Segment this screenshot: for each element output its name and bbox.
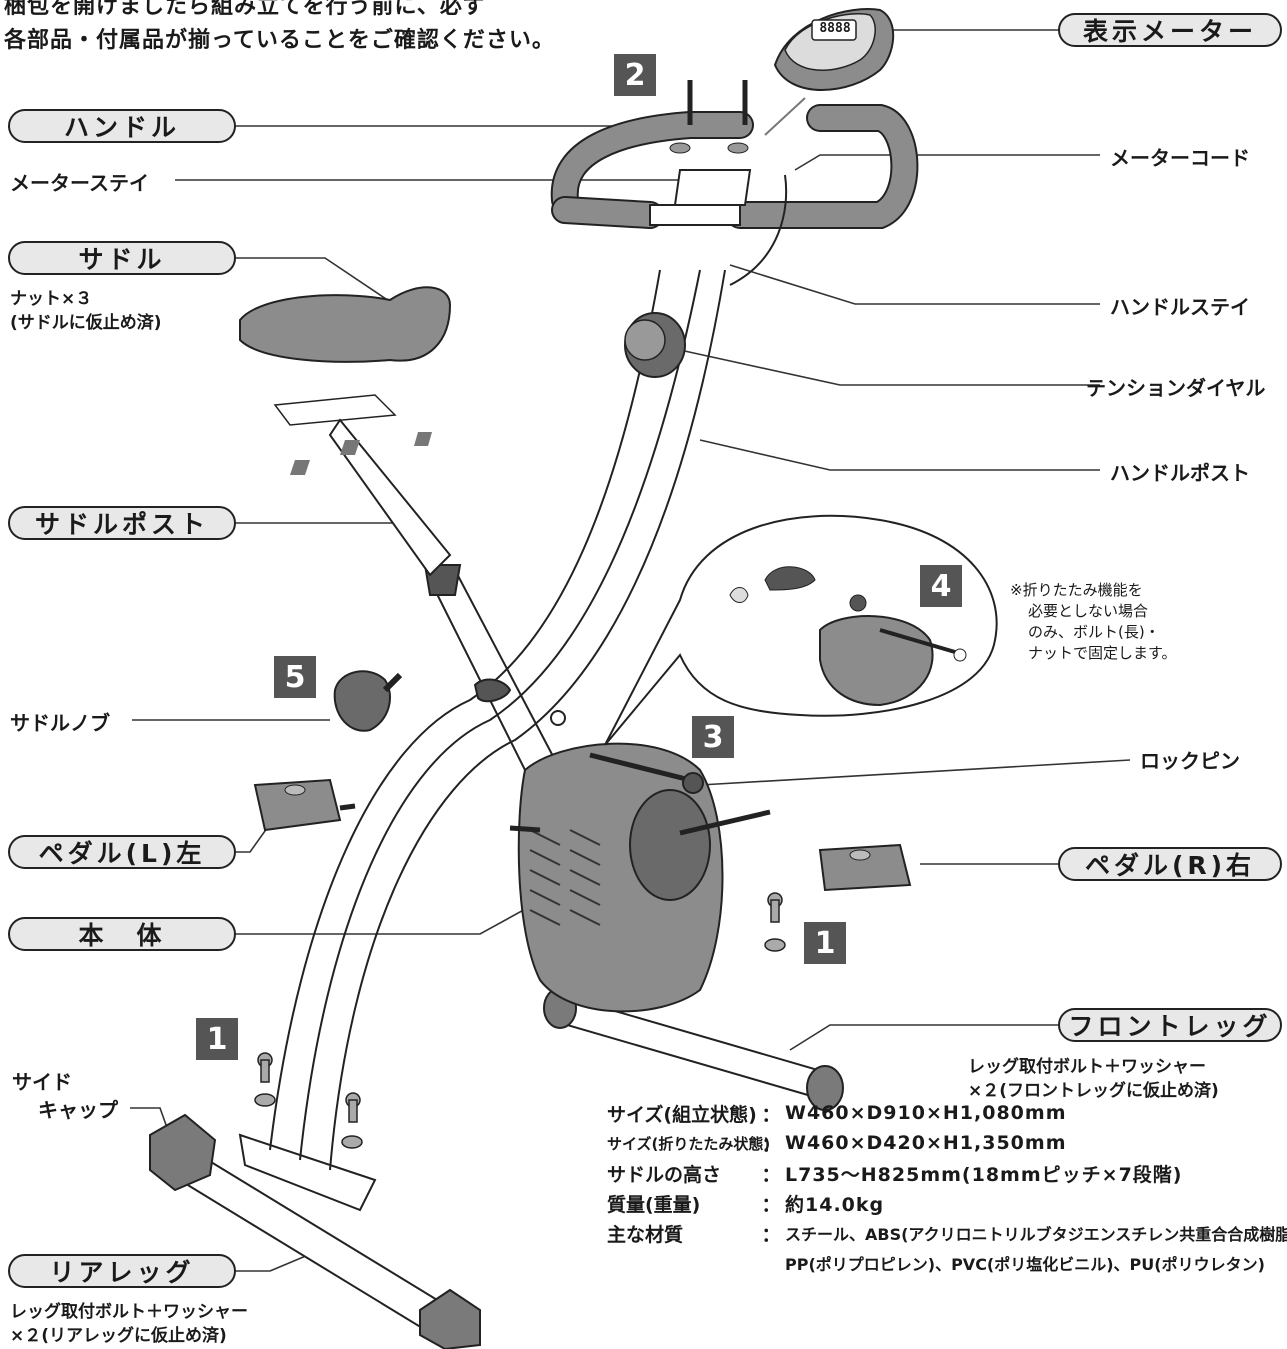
tension-dial-drawing: [624, 312, 686, 378]
specifications-table: サイズ(組立状態)： W460×D910×H1,080mm サイズ(折りたたみ状…: [607, 1098, 1287, 1278]
front-leg-drawing: [543, 987, 844, 1111]
saddle-nuts-note: ナット×３ (サドルに仮止め済): [10, 287, 162, 335]
spec-label: 質量(重量): [607, 1193, 701, 1216]
front-leg-note: レッグ取付ボルト＋ワッシャー ×２(フロントレッグに仮止め済): [968, 1055, 1219, 1103]
saddle-nuts-temp: (サドルに仮止め済): [10, 313, 162, 333]
rear-leg-note-2: ×２(リアレッグに仮止め済): [10, 1326, 227, 1346]
step-badge-4: 4: [920, 565, 962, 607]
spec-value: W460×D420×H1,350mm: [785, 1132, 1067, 1154]
label-side-cap-2: キャップ: [38, 1098, 118, 1122]
pedal-right-drawing: [818, 843, 912, 892]
meter-drawing: [764, 8, 895, 136]
fold-note-2: 必要としない場合: [1028, 602, 1149, 620]
rear-leg-note: レッグ取付ボルト＋ワッシャー ×２(リアレッグに仮止め済): [10, 1300, 248, 1348]
spec-label: サイズ(組立状態): [607, 1103, 757, 1126]
label-body: 本 体: [8, 917, 236, 951]
label-rear-leg: リアレッグ: [8, 1254, 236, 1288]
spec-row-size-assembled: サイズ(組立状態)： W460×D910×H1,080mm: [607, 1098, 1287, 1128]
step-badge-1-rear: 1: [196, 1018, 238, 1060]
handlebar-drawing: [550, 80, 919, 286]
intro-line-2: 各部品・付属品が揃っていることをご確認ください。: [4, 28, 555, 53]
spec-label: サイズ(折りたたみ状態): [607, 1134, 771, 1153]
lock-knob-drawing: [473, 678, 566, 726]
label-lock-pin: ロックピン: [1140, 749, 1240, 773]
label-meter-cord: メーターコード: [1110, 146, 1250, 170]
spec-value-2: PP(ポリプロピレン)、PVC(ポリ塩化ビニル)、PU(ポリウレタン): [785, 1255, 1265, 1274]
spec-value: W460×D910×H1,080mm: [785, 1102, 1067, 1124]
label-saddle: サドル: [8, 241, 236, 275]
label-pedal-right: ペダル(R)右: [1058, 847, 1282, 881]
saddle-nuts: ナット×３: [10, 289, 93, 309]
label-handle: ハンドル: [8, 109, 236, 143]
intro-line-1: 梱包を開けましたら組み立てを行う前に、必ず: [4, 0, 486, 19]
leg-bolts-drawing: [254, 892, 786, 1149]
spec-value: スチール、ABS(アクリロニトリルブタジエンスチレン共重合合成樹脂)、: [785, 1225, 1287, 1244]
spec-row-size-folded: サイズ(折りたたみ状態)： W460×D420×H1,350mm: [607, 1132, 1067, 1156]
label-saddle-post: サドルポスト: [8, 506, 236, 540]
label-saddle-knob: サドルノブ: [10, 711, 110, 735]
saddle-knob-drawing: [333, 670, 403, 732]
front-leg-note-1: レッグ取付ボルト＋ワッシャー: [968, 1057, 1206, 1077]
spec-label: サドルの高さ: [607, 1163, 722, 1186]
label-pedal-left: ペダル(L)左: [8, 835, 236, 869]
label-meter: 表示メーター: [1058, 13, 1282, 47]
fold-note-1: ※折りたたみ機能を: [1010, 581, 1143, 599]
spec-value: 約14.0kg: [785, 1193, 885, 1216]
spec-label: 主な材質: [607, 1223, 684, 1246]
front-leg-note-2: ×２(フロントレッグに仮止め済): [968, 1081, 1219, 1101]
rear-leg-drawing: [149, 1113, 481, 1349]
fold-note-4: ナットで固定します。: [1028, 644, 1177, 662]
rear-leg-note-1: レッグ取付ボルト＋ワッシャー: [10, 1302, 248, 1322]
label-front-leg: フロントレッグ: [1058, 1008, 1282, 1042]
flywheel-body-drawing: [509, 742, 771, 1013]
spec-row-saddle-height: サドルの高さ： L735～H825mm(18mmピッチ×7段階): [607, 1158, 1287, 1188]
label-tension-dial: テンションダイヤル: [1086, 376, 1266, 400]
fold-note: ※折りたたみ機能を 必要としない場合 のみ、ボルト(長)・ ナットで固定します。: [1010, 580, 1177, 664]
label-handle-post: ハンドルポスト: [1110, 461, 1250, 485]
detail-zoom-callout: [604, 514, 998, 746]
spec-row-material: 主な材質： スチール、ABS(アクリロニトリルブタジエンスチレン共重合合成樹脂)…: [607, 1218, 1287, 1248]
spec-row-material-cont: PP(ポリプロピレン)、PVC(ポリ塩化ビニル)、PU(ポリウレタン): [607, 1248, 1287, 1278]
saddle-drawing: [239, 286, 452, 577]
step-badge-5: 5: [274, 656, 316, 698]
label-handle-stay: ハンドルステイ: [1110, 295, 1250, 319]
spec-value: L735～H825mm(18mmピッチ×7段階): [785, 1163, 1183, 1186]
step-badge-3: 3: [692, 716, 734, 758]
meter-display-digits: 8888: [819, 21, 851, 36]
spec-row-weight: 質量(重量)： 約14.0kg: [607, 1188, 1287, 1218]
label-side-cap-1: サイド: [12, 1070, 72, 1094]
label-meter-stay: メーターステイ: [10, 171, 149, 195]
step-badge-1-front: 1: [804, 922, 846, 964]
fold-note-3: のみ、ボルト(長)・: [1028, 623, 1160, 641]
step-badge-2: 2: [614, 54, 656, 96]
pedal-left-drawing: [253, 778, 356, 832]
